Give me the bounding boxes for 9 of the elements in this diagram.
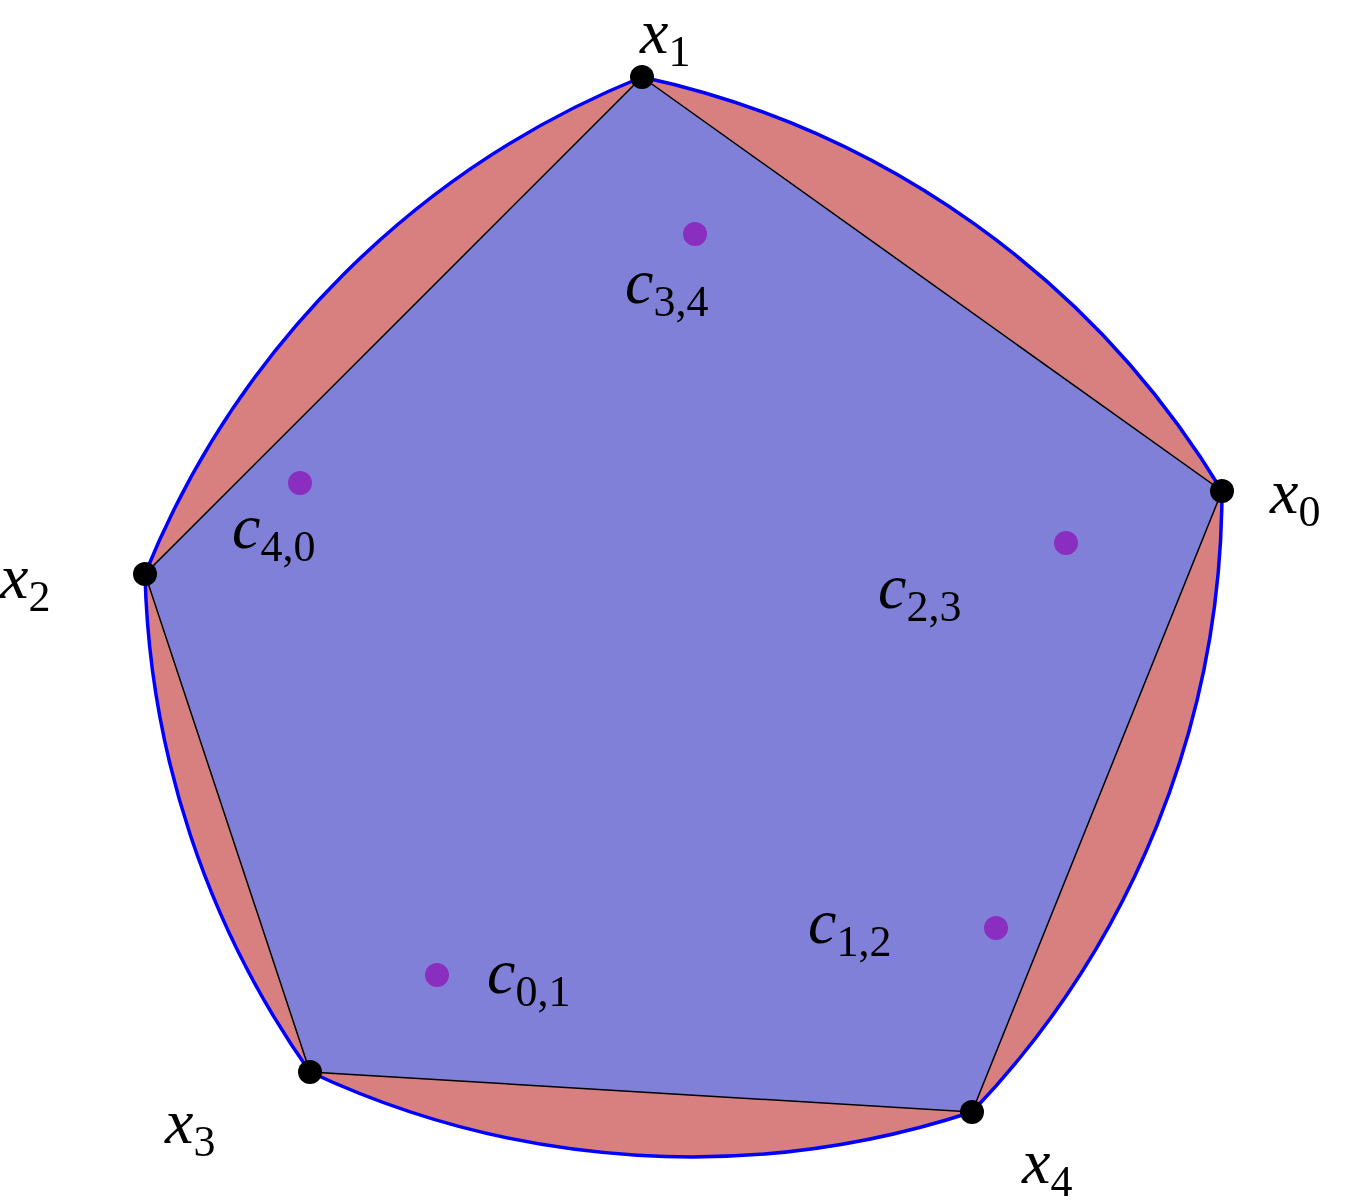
- point-label: c$_{1,2}$: [808, 890, 892, 965]
- point-label: c$_{2,3}$: [878, 555, 962, 630]
- point-label: c$_{0,1}$: [487, 940, 571, 1015]
- vertex-label: x$_{4}$: [1022, 1130, 1073, 1201]
- vertex-label: x$_{3}$: [165, 1090, 216, 1165]
- vertex-label: x$_{1}$: [640, 0, 691, 75]
- point-label: c$_{4,0}$: [232, 495, 316, 570]
- vertex-label: x$_{0}$: [1270, 460, 1321, 535]
- point-label: c$_{3,4}$: [625, 250, 709, 325]
